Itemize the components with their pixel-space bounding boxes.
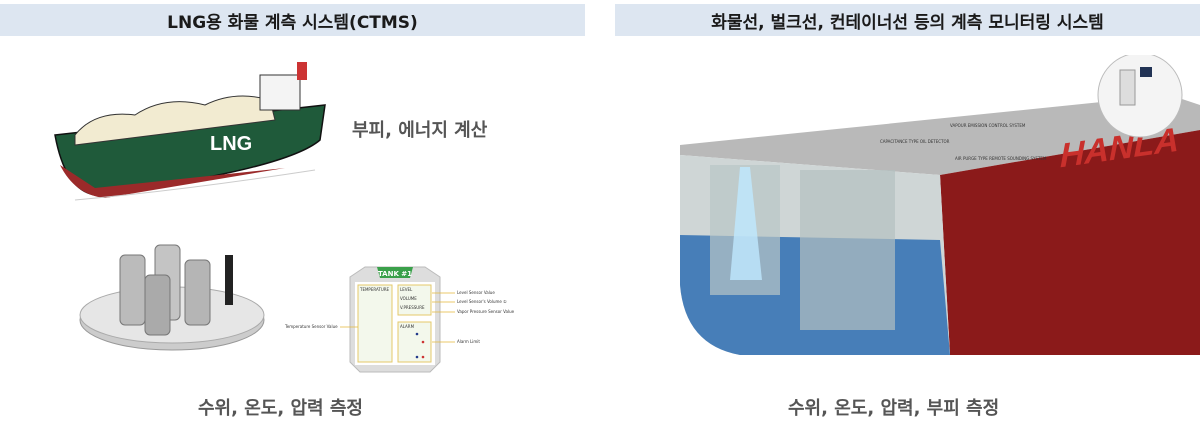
right-section-title: 화물선, 벌크선, 컨테이너선 등의 계측 모니터링 시스템 bbox=[615, 4, 1200, 36]
left-section-title: LNG용 화물 계측 시스템(CTMS) bbox=[0, 4, 585, 36]
cargo-ship-cutaway-illustration: HANLA CAPACITANCE TYPE OIL DETECTOR VAPO… bbox=[680, 55, 1200, 355]
level-label: LEVEL bbox=[400, 287, 413, 292]
label-oil-detector: CAPACITANCE TYPE OIL DETECTOR bbox=[880, 139, 950, 144]
tank-title: TANK #1 bbox=[378, 270, 412, 278]
label-air-purge: AIR PURGE TYPE REMOTE SOUNDING SYSTEM bbox=[955, 156, 1047, 161]
callout-level: Level Sensor Value bbox=[457, 290, 495, 295]
volume-label: VOLUME bbox=[400, 296, 417, 301]
tank-monitor-panel: TANK #1 TEMPERATURE LEVEL VOLUME V.PRESS… bbox=[284, 266, 515, 373]
alarm-label: ALARM bbox=[400, 324, 415, 329]
left-bottom-caption: 수위, 온도, 압력 측정 bbox=[198, 398, 363, 419]
temperature-label: TEMPERATURE bbox=[359, 287, 390, 292]
level-sensor-flange-illustration bbox=[79, 244, 265, 351]
lng-ship-illustration: LNG bbox=[54, 62, 326, 201]
volume-energy-caption: 부피, 에너지 계산 bbox=[352, 120, 488, 141]
callout-alarm: Alarm Limit bbox=[457, 339, 480, 344]
vpressure-label: V.PRESSURE bbox=[400, 305, 425, 310]
ship-lng-label: LNG bbox=[210, 133, 252, 155]
right-bottom-caption: 수위, 온도, 압력, 부피 측정 bbox=[788, 398, 1000, 419]
callout-temperature: Temperature Sensor Value bbox=[284, 324, 338, 329]
callout-volume: Level Sensor's Volume ① bbox=[457, 299, 507, 304]
callout-vapor: Vapor Pressure Sensor Value bbox=[457, 309, 515, 314]
label-vapour-emission: VAPOUR EMISSION CONTROL SYSTEM bbox=[950, 123, 1026, 128]
